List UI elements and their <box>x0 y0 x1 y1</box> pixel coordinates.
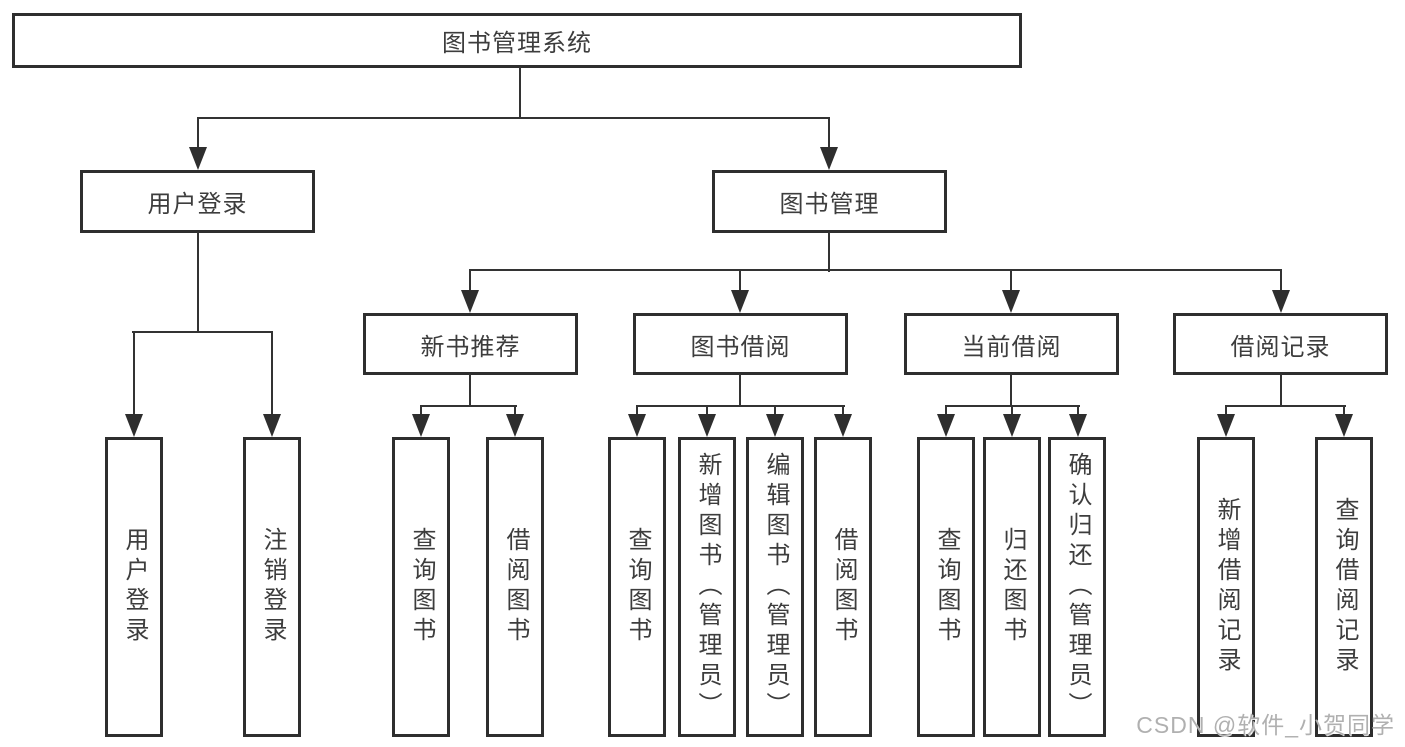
node-records-add-record: 新增借阅记录 <box>1197 437 1255 737</box>
arrow-down-icon <box>506 406 524 437</box>
connector-current-borrowing-drop <box>1010 374 1012 407</box>
node-records-query-record: 查询借阅记录 <box>1315 437 1373 737</box>
node-newbooks-query-books-label: 查询图书 <box>408 527 435 647</box>
connector-new-book-branch <box>420 405 517 407</box>
arrow-down-icon <box>1003 406 1021 437</box>
node-current-query-books-label: 查询图书 <box>933 527 960 647</box>
arrow-down-icon <box>820 118 838 170</box>
node-newbooks-borrow-books-label: 借阅图书 <box>502 527 529 647</box>
arrow-down-icon <box>125 332 143 437</box>
arrow-down-icon <box>412 406 430 437</box>
node-borrowing-add-books-admin-label: 新增图书（管理员） <box>694 452 721 722</box>
node-current-confirm-return-admin-label: 确认归还（管理员） <box>1064 452 1091 722</box>
arrow-down-icon <box>461 270 479 313</box>
connector-user-login-branch <box>132 331 273 333</box>
arrow-down-icon <box>189 118 207 170</box>
watermark: CSDN @软件_小贺同学 <box>1136 712 1395 738</box>
connector-user-login-drop <box>197 232 199 333</box>
node-newbooks-borrow-books: 借阅图书 <box>486 437 544 737</box>
connector-book-management-drop <box>828 232 830 272</box>
node-borrowing-records: 借阅记录 <box>1173 313 1388 375</box>
arrow-down-icon <box>834 406 852 437</box>
node-borrowing-edit-books-admin: 编辑图书（管理员） <box>746 437 804 737</box>
node-current-borrowing: 当前借阅 <box>904 313 1119 375</box>
arrow-down-icon <box>263 332 281 437</box>
arrow-down-icon <box>731 270 749 313</box>
node-logout-label: 注销登录 <box>259 527 286 647</box>
node-book-borrowing: 图书借阅 <box>633 313 848 375</box>
arrow-down-icon <box>628 406 646 437</box>
connector-root-drop <box>519 67 521 119</box>
node-records-add-record-label: 新增借阅记录 <box>1213 497 1240 677</box>
node-root: 图书管理系统 <box>12 13 1022 68</box>
node-current-return-books-label: 归还图书 <box>999 527 1026 647</box>
connector-book-management-branch <box>469 269 1282 271</box>
node-new-book-recommend: 新书推荐 <box>363 313 578 375</box>
connector-borrowing-records-drop <box>1280 374 1282 407</box>
connector-book-borrowing-drop <box>739 374 741 407</box>
node-borrowing-query-books: 查询图书 <box>608 437 666 737</box>
node-borrowing-borrow-books: 借阅图书 <box>814 437 872 737</box>
arrow-down-icon <box>1069 406 1087 437</box>
arrow-down-icon <box>766 406 784 437</box>
node-user-login: 用户登录 <box>80 170 315 233</box>
arrow-down-icon <box>937 406 955 437</box>
node-borrowing-borrow-books-label: 借阅图书 <box>830 527 857 647</box>
arrow-down-icon <box>1272 270 1290 313</box>
node-borrowing-query-books-label: 查询图书 <box>624 527 651 647</box>
connector-borrowing-records-branch <box>1225 405 1346 407</box>
arrow-down-icon <box>1335 406 1353 437</box>
node-logout: 注销登录 <box>243 437 301 737</box>
connector-book-borrowing-branch <box>636 405 845 407</box>
node-login-label: 用户登录 <box>121 527 148 647</box>
node-current-return-books: 归还图书 <box>983 437 1041 737</box>
node-current-query-books: 查询图书 <box>917 437 975 737</box>
node-records-query-record-label: 查询借阅记录 <box>1331 497 1358 677</box>
node-newbooks-query-books: 查询图书 <box>392 437 450 737</box>
connector-new-book-drop <box>469 374 471 407</box>
node-book-management: 图书管理 <box>712 170 947 233</box>
arrow-down-icon <box>1002 270 1020 313</box>
arrow-down-icon <box>1217 406 1235 437</box>
node-borrowing-add-books-admin: 新增图书（管理员） <box>678 437 736 737</box>
node-login: 用户登录 <box>105 437 163 737</box>
node-borrowing-edit-books-admin-label: 编辑图书（管理员） <box>762 452 789 722</box>
node-current-confirm-return-admin: 确认归还（管理员） <box>1048 437 1106 737</box>
connector-level1-branch <box>197 117 830 119</box>
arrow-down-icon <box>698 406 716 437</box>
